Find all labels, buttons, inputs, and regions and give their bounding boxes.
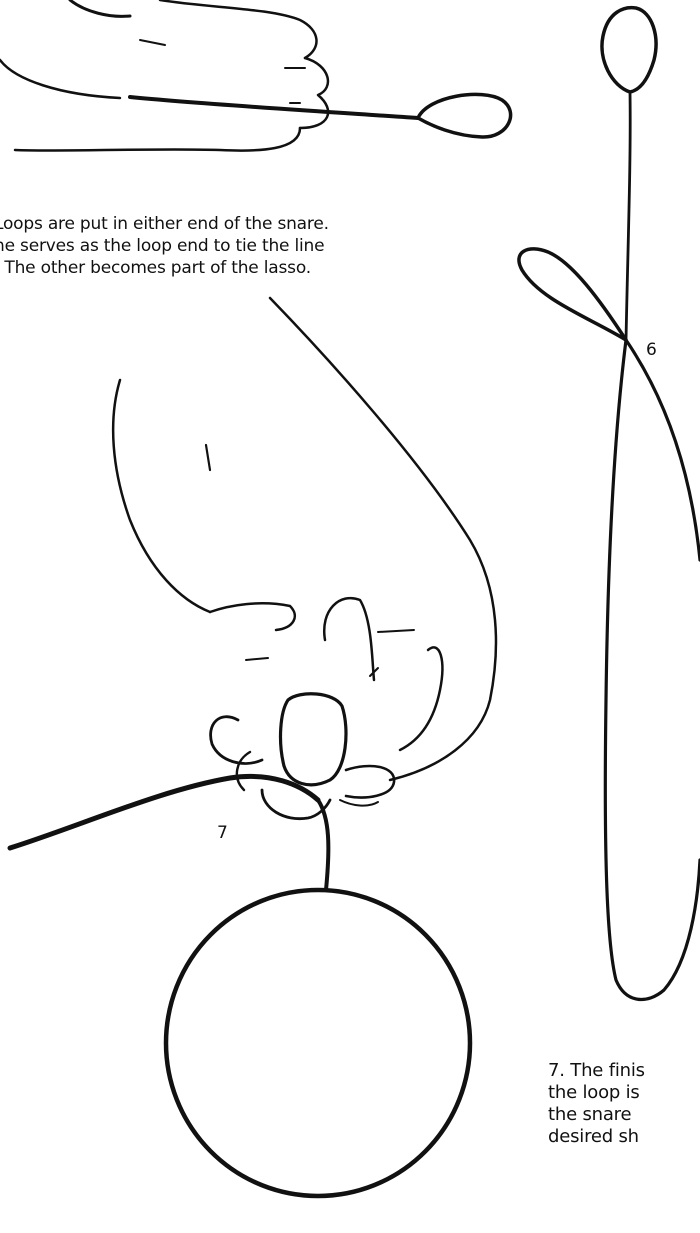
- step-7-caption-line: the snare: [548, 1104, 645, 1126]
- step-6-number: 6: [646, 340, 657, 360]
- hanging-snare-line-icon: [519, 8, 700, 1000]
- step-7-caption-line: the loop is: [548, 1082, 645, 1104]
- round-lasso-loop-icon: [10, 776, 470, 1196]
- step-7-number: 7: [217, 823, 228, 843]
- step-6-caption-line: ne serves as the loop end to tie the lin…: [0, 235, 329, 257]
- hand-pinching-snare-icon: [113, 298, 496, 819]
- step-7-caption: 7. The finis the loop is the snare desir…: [548, 1060, 645, 1148]
- step-7-caption-line: desired sh: [548, 1126, 645, 1148]
- step-6-caption: Loops are put in either end of the snare…: [0, 213, 329, 279]
- step-7-caption-line: 7. The finis: [548, 1060, 645, 1082]
- hand-holding-loop-icon: [0, 0, 511, 151]
- step-6-caption-line: Loops are put in either end of the snare…: [0, 213, 329, 235]
- step-6-caption-line: . The other becomes part of the lasso.: [0, 257, 329, 279]
